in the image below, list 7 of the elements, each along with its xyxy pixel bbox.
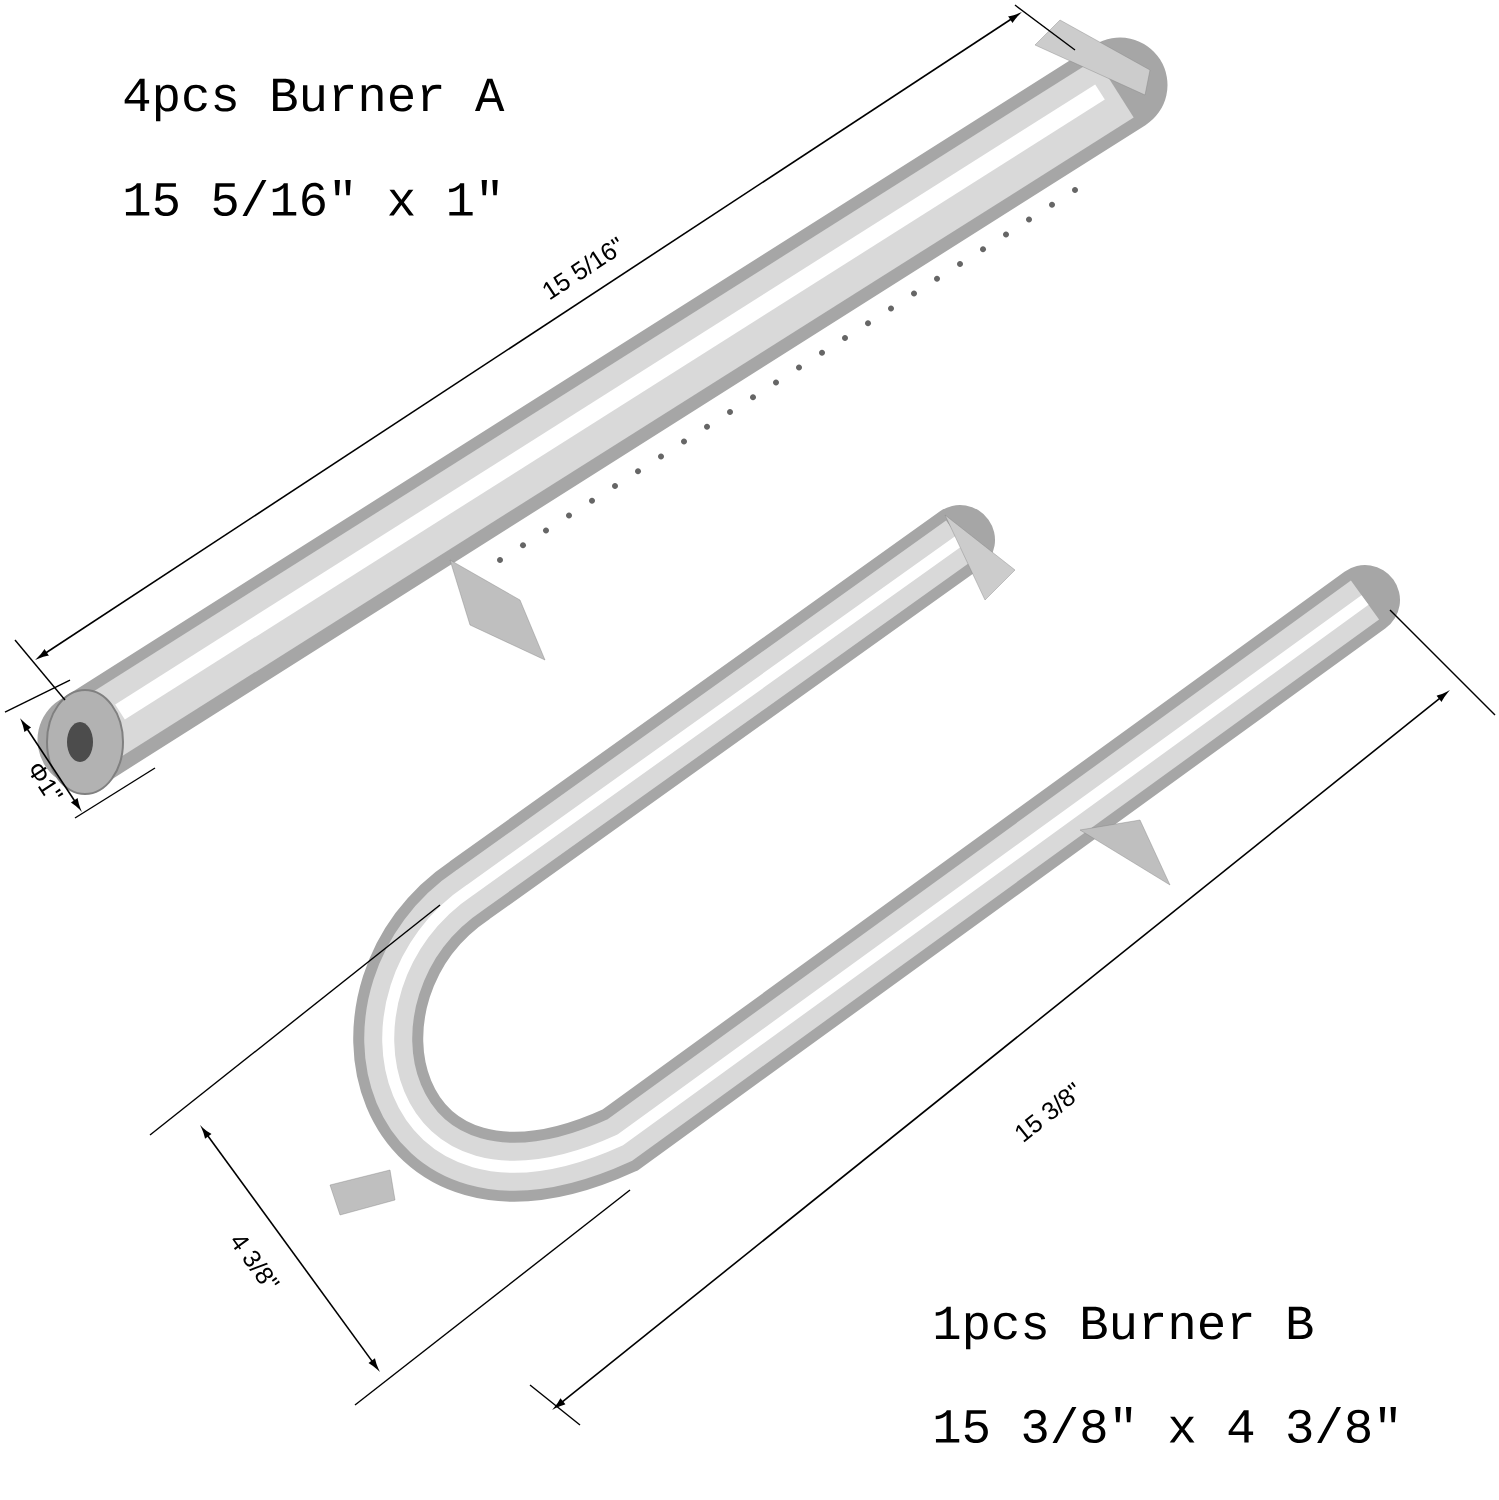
- title-text: 15 5/16″ x 1″: [125, 180, 498, 216]
- dimension-label: 15 3/8": [1015, 1081, 1076, 1143]
- title-text: 15 3/8″ x 4 3/8″: [935, 1407, 1396, 1443]
- title-text: 4pcs Burner A: [124, 78, 505, 122]
- dimension-label: Φ1": [30, 763, 64, 797]
- title-text: 1pcs Burner B: [935, 1306, 1313, 1350]
- dimension-label: 4 3/8": [232, 1237, 280, 1286]
